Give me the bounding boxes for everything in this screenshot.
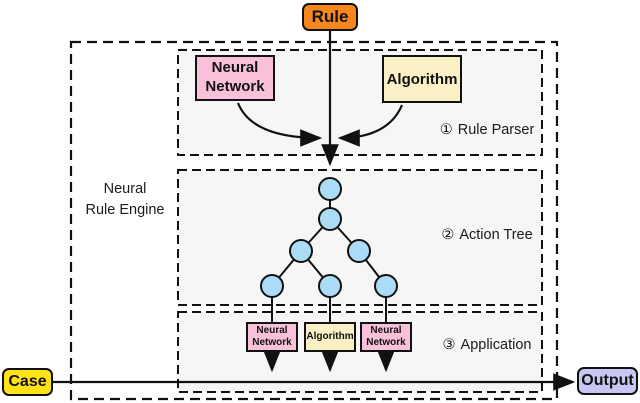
tree-node-leaf — [260, 274, 284, 298]
section-label-application: ③ Application — [432, 336, 542, 354]
section-title-rule-parser: Rule Parser — [457, 122, 535, 138]
application-module-neural-network-2: Neural Network — [360, 322, 412, 352]
tree-node-leaf — [374, 274, 398, 298]
parser-algorithm-box: Algorithm — [382, 55, 462, 103]
case-box: Case — [2, 368, 53, 396]
rule-box: Rule — [302, 3, 358, 31]
application-module-algorithm: Algorithm — [304, 322, 356, 352]
tree-node — [289, 239, 313, 263]
section-label-action-tree: ② Action Tree — [432, 226, 542, 244]
section-label-rule-parser: ① Rule Parser — [432, 121, 542, 139]
section-title-application: Application — [460, 337, 532, 353]
application-module-neural-network-1: Neural Network — [246, 322, 298, 352]
tree-node-root — [318, 177, 342, 201]
algorithm-to-parser-arrow — [337, 104, 404, 147]
engine-outer-frame — [69, 40, 559, 401]
tree-node — [318, 207, 342, 231]
engine-title: Neural Rule Engine — [85, 181, 165, 219]
action-tree-panel — [177, 169, 543, 306]
section-number-3: ③ — [442, 337, 456, 353]
section-number-2: ② — [441, 227, 455, 243]
module-output-arrows — [263, 350, 395, 373]
tree-node — [347, 239, 371, 263]
neural-network-to-parser-arrow — [236, 102, 323, 147]
parser-neural-network-box: Neural Network — [195, 55, 275, 101]
section-number-1: ① — [439, 122, 453, 138]
section-title-action-tree: Action Tree — [459, 227, 533, 243]
output-box: Output — [577, 367, 638, 395]
tree-node-leaf — [318, 274, 342, 298]
